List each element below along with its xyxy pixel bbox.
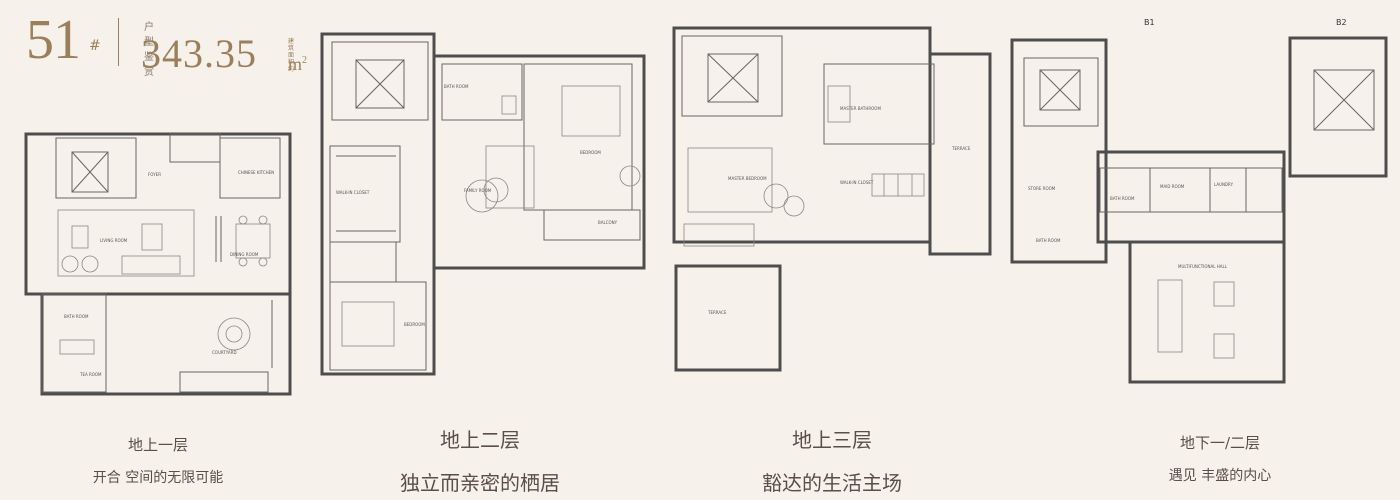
- svg-text:BATH ROOM: BATH ROOM: [64, 314, 89, 319]
- svg-text:DINING ROOM: DINING ROOM: [230, 252, 259, 257]
- caption-title: 地上一层: [127, 436, 188, 454]
- svg-text:FOYER: FOYER: [148, 172, 161, 177]
- svg-text:MAID ROOM: MAID ROOM: [1160, 184, 1185, 189]
- svg-text:MULTIFUNCTIONAL HALL: MULTIFUNCTIONAL HALL: [1178, 264, 1228, 269]
- area-value: 343.35: [141, 31, 257, 76]
- caption-subtitle: 开合 空间的无限可能: [92, 470, 224, 486]
- unit-number: 51: [26, 9, 81, 71]
- type-label: 户型鉴赏: [144, 22, 160, 78]
- caption-subtitle: 遇见 丰盛的内心: [1168, 468, 1272, 484]
- floor-plan-basement: STORE ROOM BATH ROOM MAID ROOM LAUNDRY M…: [1008, 18, 1400, 400]
- svg-text:WALK-IN CLOSET: WALK-IN CLOSET: [336, 190, 370, 195]
- area-note: 建筑 面积约: [288, 38, 295, 73]
- caption-subtitle: 豁达的生活主场: [762, 471, 902, 495]
- svg-text:LIVING ROOM: LIVING ROOM: [100, 238, 128, 243]
- caption-floor-3: 地上三层 豁达的生活主场: [722, 424, 942, 496]
- header-divider: [118, 18, 119, 66]
- floor-plan-1: LIVING ROOM DINING ROOM BATH ROOM TEA RO…: [20, 128, 298, 400]
- svg-text:MASTER BATHROOM: MASTER BATHROOM: [840, 106, 881, 111]
- svg-text:BATH ROOM: BATH ROOM: [1036, 238, 1061, 243]
- basement-b2-label: B2: [1336, 18, 1347, 27]
- svg-text:BATH ROOM: BATH ROOM: [444, 84, 469, 89]
- svg-text:BATH ROOM: BATH ROOM: [1110, 196, 1135, 201]
- caption-basement: 地下一/二层 遇见 丰盛的内心: [1120, 432, 1320, 485]
- svg-text:TEA ROOM: TEA ROOM: [79, 372, 102, 377]
- area-unit: m2: [288, 54, 308, 74]
- caption-title: 地下一/二层: [1179, 434, 1261, 452]
- svg-text:MASTER BEDROOM: MASTER BEDROOM: [728, 176, 767, 181]
- caption-floor-2: 地上二层 独立而亲密的栖居: [360, 424, 600, 496]
- svg-text:COURTYARD: COURTYARD: [212, 350, 237, 355]
- svg-text:BEDROOM: BEDROOM: [580, 150, 601, 155]
- floor-plan-3: MASTER BATHROOM MASTER BEDROOM WALK-IN C…: [668, 24, 998, 374]
- unit-suffix: #: [89, 38, 101, 54]
- svg-text:TERRACE: TERRACE: [707, 310, 727, 315]
- floor-plan-2: BATH ROOM BEDROOM FAMILY ROOM WALK-IN CL…: [316, 26, 656, 380]
- svg-text:BEDROOM: BEDROOM: [404, 322, 425, 327]
- svg-text:WALK-IN CLOSET: WALK-IN CLOSET: [840, 180, 874, 185]
- svg-text:CHINESE KITCHEN: CHINESE KITCHEN: [238, 170, 274, 175]
- svg-text:FAMILY ROOM: FAMILY ROOM: [464, 188, 492, 193]
- svg-text:LAUNDRY: LAUNDRY: [1214, 182, 1234, 187]
- svg-text:TERRACE: TERRACE: [951, 146, 971, 151]
- caption-floor-1: 地上一层 开合 空间的无限可能: [58, 434, 258, 487]
- caption-title: 地上二层: [440, 428, 520, 452]
- caption-subtitle: 独立而亲密的栖居: [400, 471, 560, 495]
- svg-text:BALCONY: BALCONY: [598, 220, 618, 225]
- basement-b1-label: B1: [1144, 18, 1155, 27]
- svg-text:STORE ROOM: STORE ROOM: [1028, 186, 1056, 191]
- caption-title: 地上三层: [792, 428, 872, 452]
